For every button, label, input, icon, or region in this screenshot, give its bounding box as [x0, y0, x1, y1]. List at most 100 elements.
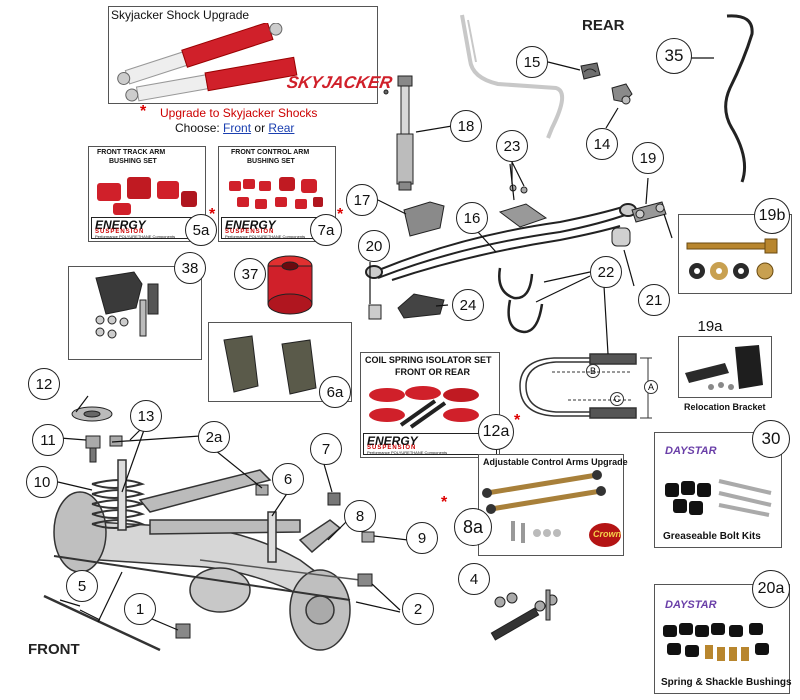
track-arm-star: * [209, 206, 216, 223]
callout-5[interactable]: 5 [66, 570, 98, 602]
callout-19b[interactable]: 19b [754, 198, 790, 234]
part-38-bracket [95, 271, 159, 339]
part-19b-box[interactable] [678, 214, 792, 294]
callout-11[interactable]: 11 [32, 424, 64, 456]
callout-7[interactable]: 7 [310, 433, 342, 465]
rear-heading: REAR [582, 17, 625, 34]
callout-6[interactable]: 6 [272, 463, 304, 495]
choose-line: Choose: Front or Rear [175, 121, 294, 135]
part-14-bracket [611, 83, 633, 105]
energy-logo-text-1: ENERGY [225, 218, 276, 232]
coil-isolators-image [369, 386, 479, 429]
energy-logo-text-1: ENERGY [367, 434, 418, 448]
relocation-bracket-box[interactable] [678, 336, 772, 398]
part-23-plate [498, 184, 548, 228]
energy-logo-text-1: ENERGY [95, 218, 146, 232]
callout-5a[interactable]: 5a [185, 214, 217, 246]
spring-caption: Spring & Shackle Bushings [661, 677, 792, 688]
callout-10[interactable]: 10 [26, 466, 58, 498]
energy-logo-text-2: SUSPENSION [95, 229, 145, 235]
track-arm-title-2: BUSHING SET [109, 158, 157, 165]
choose-label: Choose: [175, 121, 220, 135]
callout-37[interactable]: 37 [234, 258, 266, 290]
rear-sway-bar-faint [460, 14, 564, 139]
front-heading: FRONT [28, 641, 80, 658]
greaseable-caption: Greaseable Bolt Kits [663, 531, 761, 542]
callout-21[interactable]: 21 [638, 284, 670, 316]
energy-logo-text-2: SUSPENSION [225, 229, 275, 235]
front-axle-assembly [43, 459, 361, 652]
part-19-shackle [631, 201, 667, 223]
callout-6a[interactable]: 6a [319, 376, 351, 408]
callout-15[interactable]: 15 [516, 46, 548, 78]
callout-12a[interactable]: 12a [478, 414, 514, 450]
rear-shock-link[interactable]: Rear [268, 121, 295, 135]
callout-4[interactable]: 4 [458, 563, 490, 595]
daystar-logo-bolt: DAYSTAR [665, 445, 717, 457]
callout-17[interactable]: 17 [346, 184, 378, 216]
part-15-bushing [580, 62, 601, 80]
coil-title-1: COIL SPRING ISOLATOR SET [365, 355, 492, 365]
coil-star: * [514, 412, 521, 429]
control-arm-star: * [337, 206, 344, 223]
callout-24[interactable]: 24 [452, 289, 484, 321]
callout-20[interactable]: 20 [358, 230, 390, 262]
callout-20a[interactable]: 20a [752, 570, 790, 608]
coil-spring-isolator-box[interactable]: COIL SPRING ISOLATOR SET FRONT OR REAR E… [360, 352, 500, 458]
energy-logo-coil: ENERGY SUSPENSION Performance POLYURETHA… [363, 433, 497, 455]
crown-logo: Crown [593, 529, 621, 539]
adjustable-arms-image [482, 470, 621, 547]
callout-18[interactable]: 18 [450, 110, 482, 142]
part-22-ubolts [498, 267, 544, 334]
callout-2a[interactable]: 2a [198, 421, 230, 453]
bolt-kit-19b-image [686, 238, 778, 280]
upgrade-star: * [140, 103, 147, 120]
energy-logo-control: ENERGY SUSPENSION Performance POLYURETHA… [221, 217, 333, 239]
part-17-bumpstop [403, 201, 445, 237]
callout-22[interactable]: 22 [590, 256, 622, 288]
callout-30[interactable]: 30 [752, 420, 790, 458]
callout-8[interactable]: 8 [344, 500, 376, 532]
energy-logo-text-3: Performance POLYURETHANE Components [367, 450, 448, 455]
callout-35[interactable]: 35 [656, 38, 692, 74]
skyjacker-shock-box: Skyjacker Shock Upgrade SKYJACKER [108, 6, 394, 104]
callout-9[interactable]: 9 [406, 522, 438, 554]
part-6a-box[interactable] [208, 322, 352, 402]
callout-38[interactable]: 38 [174, 252, 206, 284]
callout-19[interactable]: 19 [632, 142, 664, 174]
part-12-isolator [71, 406, 113, 422]
callout-14[interactable]: 14 [586, 128, 618, 160]
callout-12[interactable]: 12 [28, 368, 60, 400]
energy-logo-text-3: Performance POLYURETHANE Components [225, 234, 306, 239]
callout-16[interactable]: 16 [456, 202, 488, 234]
dimension-label-a: A [644, 380, 658, 394]
upgrade-text: Upgrade to Skyjacker Shocks [160, 106, 318, 120]
part-37-bushing [267, 255, 313, 315]
part-21-bushing [611, 227, 631, 247]
callout-7a[interactable]: 7a [310, 214, 342, 246]
callout-2[interactable]: 2 [402, 593, 434, 625]
bolt-kits-image [665, 479, 772, 517]
callout-8a[interactable]: 8a [454, 508, 492, 546]
callout-13[interactable]: 13 [130, 400, 162, 432]
ubolt-dimension-drawing [519, 353, 652, 419]
control-arm-title-1: FRONT CONTROL ARM [231, 149, 310, 156]
track-arm-bushings-image [97, 177, 197, 215]
relocation-caption: Relocation Bracket [684, 402, 766, 412]
part-20-pin [368, 304, 382, 320]
callout-1[interactable]: 1 [124, 593, 156, 625]
control-arm-bushings-image [229, 177, 323, 209]
daystar-logo-spring: DAYSTAR [665, 599, 717, 611]
part-35-sway-bar [724, 14, 754, 183]
dimension-label-b: B [586, 364, 600, 378]
front-shock-link[interactable]: Front [223, 121, 252, 135]
skyjacker-shocks-image [117, 23, 298, 102]
callout-19a[interactable]: 19a [697, 317, 723, 335]
part-11-stop [85, 435, 101, 463]
part-38-box[interactable] [68, 266, 202, 360]
adjustable-control-arms-box[interactable]: Adjustable Control Arms Upgrade Crown [478, 454, 628, 556]
callout-23[interactable]: 23 [496, 130, 528, 162]
relocation-bracket-image [685, 345, 763, 390]
